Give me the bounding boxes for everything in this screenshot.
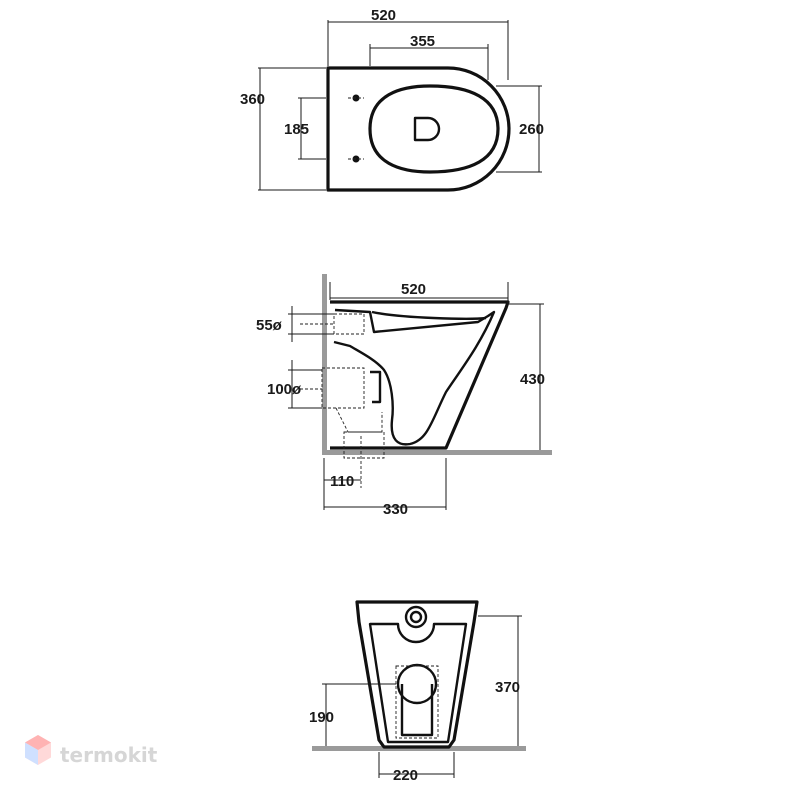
label-side-height: 430 — [520, 371, 545, 388]
label-top-depth: 360 — [240, 91, 265, 108]
label-top-bowl-width: 355 — [410, 33, 435, 50]
dim-top-depth-360 — [258, 67, 326, 191]
front-outlet — [395, 663, 439, 739]
label-side-outlet: 100ø — [267, 381, 302, 398]
front-inlet-hole — [404, 605, 428, 629]
dim-top-fixing-185 — [298, 97, 326, 160]
dim-top-width-520 — [327, 20, 509, 80]
label-top-bowl-depth: 260 — [519, 121, 544, 138]
dim-side-outlet-110 — [323, 458, 361, 510]
side-body-outline — [330, 300, 510, 450]
dim-top-width-355 — [369, 44, 489, 80]
dim-side-base-330 — [324, 458, 447, 510]
termokit-logo-icon — [25, 735, 51, 765]
dim-top-bowl-260 — [496, 85, 542, 173]
side-inlet-pipe — [300, 313, 365, 335]
dim-side-outlet-100 — [288, 360, 322, 409]
label-top-width: 520 — [371, 7, 396, 24]
termokit-watermark: termokit — [25, 735, 158, 767]
front-view: 370 190 220 — [309, 600, 526, 784]
dim-side-inlet-55 — [288, 306, 334, 342]
side-wall — [322, 274, 327, 454]
label-front-base: 220 — [393, 767, 418, 784]
fixing-hole-top — [348, 94, 364, 102]
fixing-hole-bottom — [348, 155, 364, 163]
brand-name: termokit — [60, 743, 158, 767]
dim-side-height-430 — [508, 303, 544, 450]
dim-front-height-370 — [478, 615, 522, 746]
side-outlet-stub — [370, 370, 382, 404]
dim-front-outlet-190 — [322, 683, 396, 746]
top-view: 520 355 360 185 260 — [240, 7, 544, 192]
side-view: 520 55ø 100ø 430 110 330 — [256, 274, 552, 518]
dim-side-length-520 — [329, 282, 509, 304]
label-front-outlet-height: 190 — [309, 709, 334, 726]
label-top-fixing: 185 — [284, 121, 309, 138]
label-side-outlet-center: 110 — [330, 473, 354, 490]
dim-front-base-220 — [378, 752, 455, 778]
front-bowl-inner — [368, 622, 468, 744]
front-body-outline — [355, 600, 479, 749]
side-outlet-pipe — [300, 367, 385, 488]
side-bowl-profile — [333, 308, 496, 446]
top-view-bowl-rim — [368, 84, 500, 174]
label-side-base: 330 — [383, 501, 408, 518]
label-side-length: 520 — [401, 281, 426, 298]
side-trap-inner — [371, 310, 487, 320]
label-side-inlet: 55ø — [256, 317, 283, 334]
label-front-height: 370 — [495, 679, 520, 696]
top-view-drain-hole — [413, 116, 441, 142]
side-floor — [322, 450, 552, 455]
top-view-outline — [326, 66, 511, 192]
